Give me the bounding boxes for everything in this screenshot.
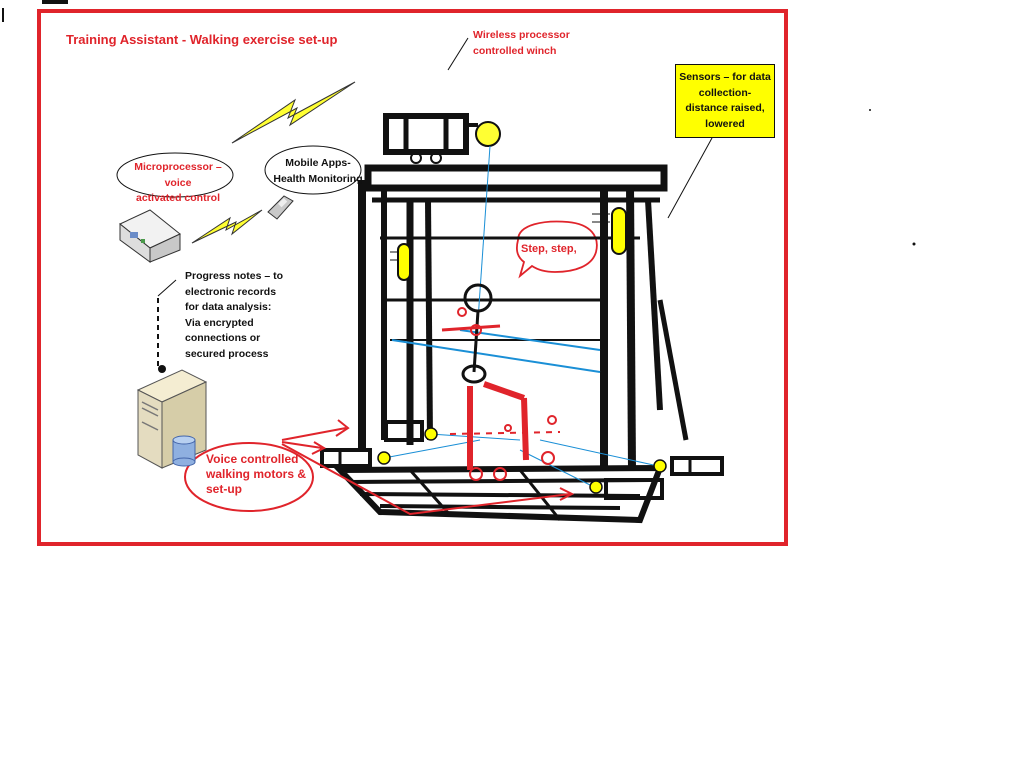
stray-dot — [912, 242, 916, 246]
microprocessor-device-icon — [119, 209, 181, 263]
sensors-label-box: Sensors – for data collection- distance … — [675, 64, 775, 138]
server-icon — [136, 369, 208, 469]
motor-dot — [589, 480, 603, 494]
motor-dot — [653, 459, 667, 473]
stick-figure-icon — [441, 283, 561, 481]
diagram-title: Training Assistant - Walking exercise se… — [66, 32, 338, 47]
motor-dot — [377, 451, 391, 465]
progress-notes-label: Progress notes – to electronic records f… — [185, 270, 284, 360]
microprocessor-label: Microprocessor – voice activated control — [134, 161, 222, 204]
stray-mark-top — [42, 0, 68, 4]
motor-dot — [424, 427, 438, 441]
winch-leader-line — [447, 37, 469, 71]
progress-leader-line — [157, 279, 177, 297]
voice-control-label: Voice controlled walking motors & set-up — [206, 452, 307, 496]
voice-arrows — [281, 419, 575, 516]
voice-bubble — [184, 442, 314, 512]
mobile-bubble — [264, 145, 362, 195]
microprocessor-bubble — [116, 152, 234, 198]
connector-dot — [158, 365, 166, 373]
stray-dot — [869, 109, 871, 111]
harness-cables — [383, 145, 659, 489]
sensor-right — [611, 207, 627, 255]
stray-mark — [2, 8, 4, 22]
sensors-leader-line — [667, 137, 713, 219]
step-label: Step, step, — [521, 243, 577, 255]
lightning-icon — [231, 81, 356, 144]
winch-label: Wireless processor controlled winch — [473, 29, 570, 57]
mobile-phone-icon — [267, 195, 294, 220]
database-icon — [172, 435, 196, 467]
step-speech-bubble — [516, 220, 598, 279]
mobile-label: Mobile Apps- Health Monitoring — [273, 157, 363, 185]
exercise-frame — [320, 164, 724, 524]
sensor-left — [397, 243, 411, 281]
diagram-frame — [37, 9, 788, 546]
lightning-icon — [191, 209, 263, 244]
winch-icon — [383, 113, 501, 164]
